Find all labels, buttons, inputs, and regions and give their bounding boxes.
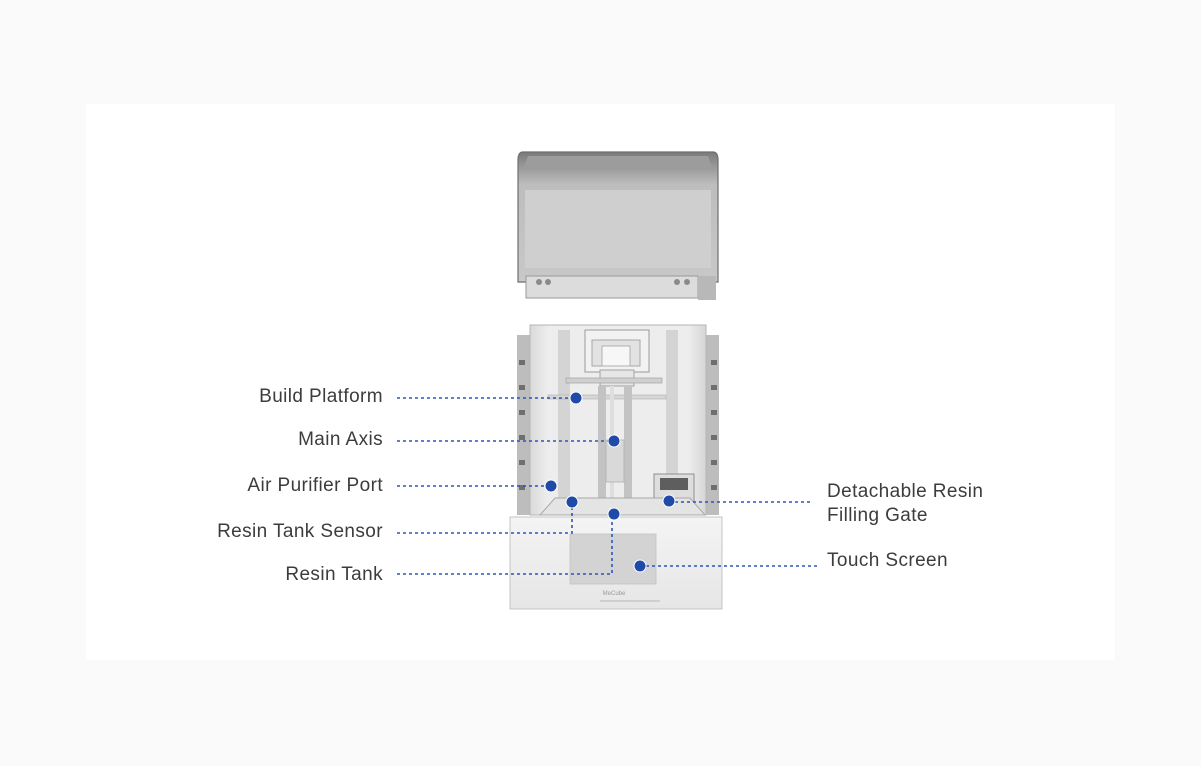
label-touch-screen: Touch Screen <box>827 550 948 571</box>
label-resin-tank-sensor: Resin Tank Sensor <box>217 521 383 542</box>
label-detachable-gate-line1: Detachable Resin <box>827 481 984 502</box>
printer-side-frames <box>517 335 719 515</box>
label-main-axis: Main Axis <box>298 429 383 450</box>
printer-lid <box>517 151 719 300</box>
label-build-platform: Build Platform <box>259 386 383 407</box>
marker-touch-screen <box>633 559 647 573</box>
label-detachable-gate-line2: Filling Gate <box>827 505 928 526</box>
filling-gate-block <box>653 473 695 503</box>
build-platform-assembly <box>547 329 667 400</box>
leader-lines <box>397 397 818 575</box>
markers <box>544 391 676 573</box>
brand-mark: MeCube <box>603 591 626 597</box>
marker-filling-gate <box>662 494 676 508</box>
marker-resin-tank <box>607 507 621 521</box>
label-air-purifier-port: Air Purifier Port <box>247 475 383 496</box>
leader-line-resin-tank-sensor <box>397 502 573 534</box>
marker-air-purifier-port <box>544 479 558 493</box>
marker-resin-tank-sensor <box>565 495 579 509</box>
marker-main-axis <box>607 434 621 448</box>
label-resin-tank: Resin Tank <box>285 564 383 585</box>
leader-line-resin-tank <box>397 514 613 575</box>
printer-base: MeCube <box>509 516 723 610</box>
marker-build-platform <box>569 391 583 405</box>
